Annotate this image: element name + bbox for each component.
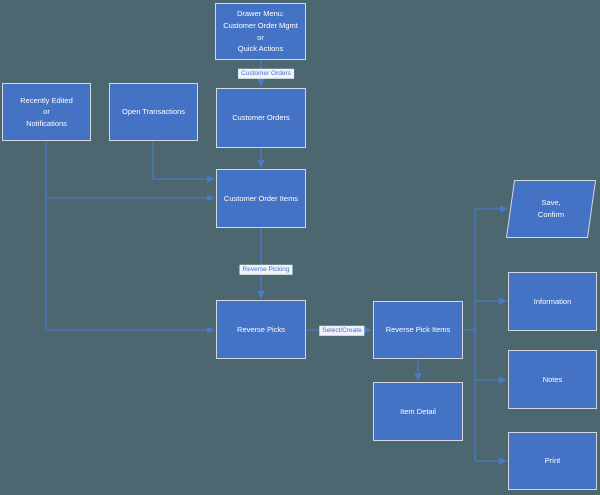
node-item-detail: Item Detail <box>373 382 463 441</box>
node-customer-orders: Customer Orders <box>216 88 306 148</box>
node-item-detail-label: Item Detail <box>400 406 436 416</box>
node-print: Print <box>508 432 597 490</box>
node-open-transactions: Open Transactions <box>109 83 198 141</box>
node-print-label: Print <box>544 456 561 466</box>
node-save-confirm-label: Save, Confirm <box>537 198 565 219</box>
node-reverse-picks-label: Reverse Picks <box>237 324 285 334</box>
node-reverse-picks: Reverse Picks <box>216 300 306 359</box>
edge-label-reverse-picking: Reverse Picking <box>239 264 293 276</box>
node-customer-order-items: Customer Order Items <box>216 169 306 228</box>
node-open-transactions-label: Open Transactions <box>122 107 185 117</box>
node-information-label: Information <box>533 296 572 306</box>
node-reverse-pick-items: Reverse Pick Items <box>373 301 463 359</box>
node-save-confirm-parallelogram: Save, Confirm <box>505 180 597 238</box>
edge-label-customer-orders: Customer Orders <box>238 68 294 80</box>
node-recently-edited-label: Recently Edited or Notifications <box>20 95 73 128</box>
edge-open-transactions-to-items <box>152 141 215 183</box>
node-drawer-menu: Drawer Menu: Customer Order Mgmt or Quic… <box>215 3 306 60</box>
node-information: Information <box>508 272 597 331</box>
node-notes-label: Notes <box>542 374 563 384</box>
node-drawer-menu-label: Drawer Menu: Customer Order Mgmt or Quic… <box>223 9 298 54</box>
node-customer-orders-label: Customer Orders <box>232 113 290 123</box>
node-notes: Notes <box>508 350 597 409</box>
node-reverse-pick-items-label: Reverse Pick Items <box>385 325 451 335</box>
edge-label-select-create: Select/Create <box>319 325 365 337</box>
node-customer-order-items-label: Customer Order Items <box>223 193 299 203</box>
node-recently-edited: Recently Edited or Notifications <box>2 83 91 141</box>
